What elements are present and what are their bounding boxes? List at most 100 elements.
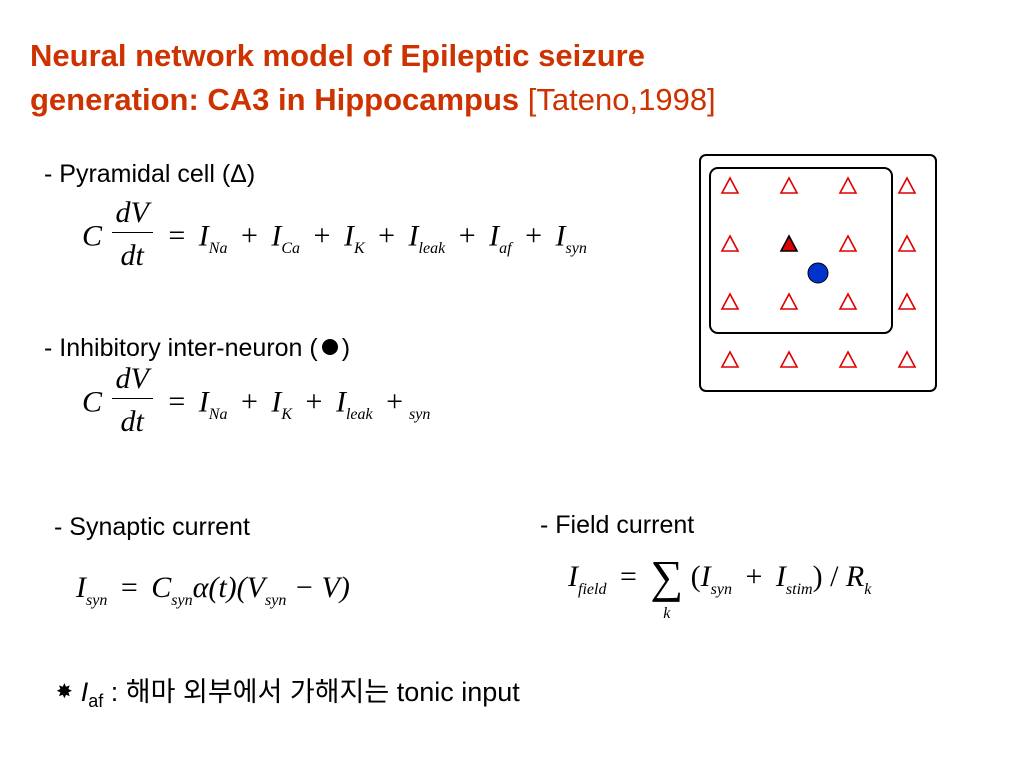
eq-dV: dV [111, 196, 153, 233]
eq-C: C [82, 385, 103, 419]
eq-plus: + [313, 219, 331, 253]
eq-fraction: dV dt [111, 362, 153, 439]
eq-fraction: dV dt [111, 196, 153, 273]
field-equation: Ifield = ∑ k (Isyn + Istim) / Rk [568, 554, 872, 628]
inhibitory-label-suffix: ) [341, 334, 351, 362]
pyramidal-triangle [720, 292, 740, 310]
network-diagram [699, 154, 937, 392]
inhibitory-label: - Inhibitory inter-neuron () [44, 333, 350, 363]
summation: ∑ k [650, 554, 683, 622]
eq-I: I [271, 219, 282, 253]
eq-sub-syn: syn [710, 581, 732, 598]
interneuron-circle [807, 262, 829, 284]
eq-close-paren: ) [812, 560, 823, 593]
pyramidal-triangle [838, 234, 858, 252]
eq-I: I [408, 219, 419, 253]
eq-equals: = [168, 385, 186, 419]
pyramidal-label: - Pyramidal cell (Δ) [44, 160, 256, 188]
eq-plus: + [386, 385, 404, 419]
title-citation: [Tateno,1998] [527, 82, 716, 117]
filled-circle-icon [321, 339, 338, 356]
eq-I: I [775, 560, 786, 593]
eq-sub-syn: syn [264, 592, 287, 609]
eq-dt: dt [120, 405, 144, 438]
eq-minus-V: − V) [293, 571, 350, 604]
eq-slash: / [830, 560, 839, 593]
synaptic-label: - Synaptic current [54, 513, 250, 541]
eq-C: C [82, 219, 103, 253]
pyramidal-triangle [838, 292, 858, 310]
eq-I: I [335, 385, 346, 419]
eq-plus: + [305, 385, 323, 419]
pyramidal-triangle [779, 292, 799, 310]
eq-sub-na: Na [208, 240, 228, 258]
eq-sub-field: field [578, 581, 607, 598]
sum-symbol: ∑ [650, 551, 684, 602]
eq-I: I [198, 385, 209, 419]
note-I: I [80, 677, 89, 707]
note-text: : 해마 외부에서 가해지는 tonic input [103, 677, 520, 707]
eq-I: I [489, 219, 500, 253]
eq-R: R [845, 560, 865, 593]
sum-index: k [663, 605, 671, 622]
eq-sub-syn: syn [409, 406, 431, 424]
eq-sub-leak: leak [418, 240, 446, 258]
bullet-icon: ✸ [56, 681, 73, 703]
eq-dV: dV [111, 362, 153, 399]
pyramidal-triangle [897, 292, 917, 310]
eq-I: I [343, 219, 354, 253]
eq-plus: + [745, 560, 763, 593]
active-pyramidal-triangle [779, 234, 799, 252]
eq-V-open: (V [236, 571, 265, 604]
title-line2: generation: CA3 in Hippocampus [30, 82, 520, 117]
eq-sub-leak: leak [345, 406, 373, 424]
eq-equals: = [168, 219, 186, 253]
pyramidal-triangle [779, 176, 799, 194]
eq-I: I [555, 219, 566, 253]
pyramidal-triangle [720, 350, 740, 368]
eq-plus: + [378, 219, 396, 253]
eq-sub-af: af [499, 240, 512, 258]
eq-equals: = [619, 560, 637, 593]
pyramidal-cell-grid [720, 176, 917, 368]
eq-plus: + [240, 385, 258, 419]
note-row: ✸ Iaf : 해마 외부에서 가해지는 tonic input [56, 670, 520, 711]
eq-sub-na: Na [208, 406, 228, 424]
eq-sub-syn: syn [565, 240, 587, 258]
eq-plus: + [458, 219, 476, 253]
note-sub-af: af [88, 691, 104, 711]
eq-plus: + [525, 219, 542, 253]
pyramidal-triangle [720, 234, 740, 252]
eq-dt: dt [120, 239, 144, 272]
inhibitory-label-prefix: - Inhibitory inter-neuron ( [44, 334, 318, 362]
pyramidal-triangle [897, 350, 917, 368]
pyramidal-triangle [720, 176, 740, 194]
slide-title: Neural network model of Epileptic seizur… [30, 34, 990, 122]
inner-frame [709, 167, 893, 334]
eq-sub-k: k [864, 581, 872, 598]
eq-sub-k: K [353, 240, 365, 258]
pyramidal-triangle [838, 176, 858, 194]
eq-I: I [271, 385, 282, 419]
eq-sub-ca: Ca [281, 240, 301, 258]
eq-equals: = [120, 571, 138, 604]
eq-I: I [76, 571, 86, 604]
eq-I: I [700, 560, 711, 593]
eq-sub-stim: stim [785, 581, 813, 598]
eq-sub-k: K [281, 406, 293, 424]
eq-I: I [568, 560, 578, 593]
title-line1: Neural network model of Epileptic seizur… [30, 38, 645, 73]
eq-I: I [198, 219, 209, 253]
field-label: - Field current [540, 511, 695, 539]
eq-C: C [151, 571, 172, 604]
eq-sub-syn: syn [171, 592, 193, 609]
pyramidal-triangle [897, 234, 917, 252]
eq-sub-syn: syn [86, 592, 108, 609]
pyramidal-triangle [838, 350, 858, 368]
synaptic-equation: Isyn = Csynα(t)(Vsyn − V) [76, 571, 350, 609]
pyramidal-triangle [779, 350, 799, 368]
eq-open-paren: ( [690, 560, 701, 593]
eq-plus: + [240, 219, 258, 253]
